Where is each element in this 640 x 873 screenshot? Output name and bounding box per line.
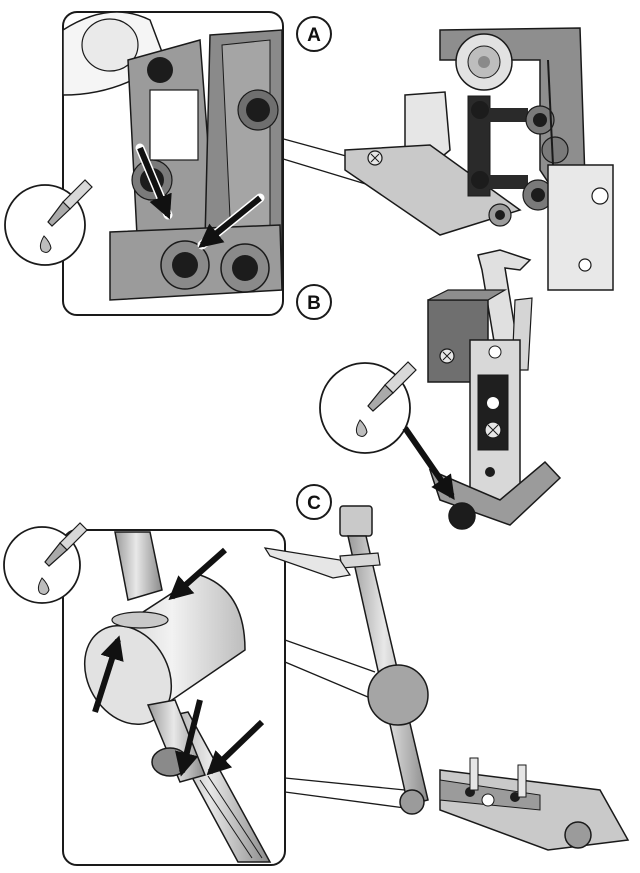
oil-drop-icon [37, 577, 50, 595]
oil-drop-icon [355, 419, 368, 437]
arrow-icon [402, 426, 455, 500]
arrow-icon [168, 547, 227, 601]
arrow-icon [198, 195, 262, 249]
zoom-line [284, 661, 376, 701]
oil-can-nozzle-icon [44, 522, 88, 567]
zoom-line [284, 639, 376, 673]
step-label-a: A [307, 25, 321, 46]
arrow-icon [137, 146, 172, 220]
step-label-b: B [307, 293, 321, 314]
zoom-line [284, 777, 406, 791]
arrow-icon [175, 699, 203, 777]
arrow-icon [206, 719, 265, 776]
arrow-icon [92, 635, 124, 713]
section-a: A [4, 11, 614, 316]
section-c: C [3, 484, 630, 866]
step-label-c-badge [296, 484, 332, 520]
oil-drop-icon [39, 235, 52, 253]
zoom-line [284, 791, 406, 809]
upper-looper-b [427, 249, 562, 530]
looper-mechanism-a [344, 27, 614, 291]
section-b: B [296, 249, 562, 530]
oil-can-nozzle-icon [47, 179, 93, 227]
lower-looper-c [263, 505, 630, 851]
step-label-b-badge [296, 284, 332, 320]
step-label-a-badge [296, 16, 332, 52]
step-label-c: C [307, 493, 321, 514]
oil-can-nozzle-icon [367, 361, 417, 412]
